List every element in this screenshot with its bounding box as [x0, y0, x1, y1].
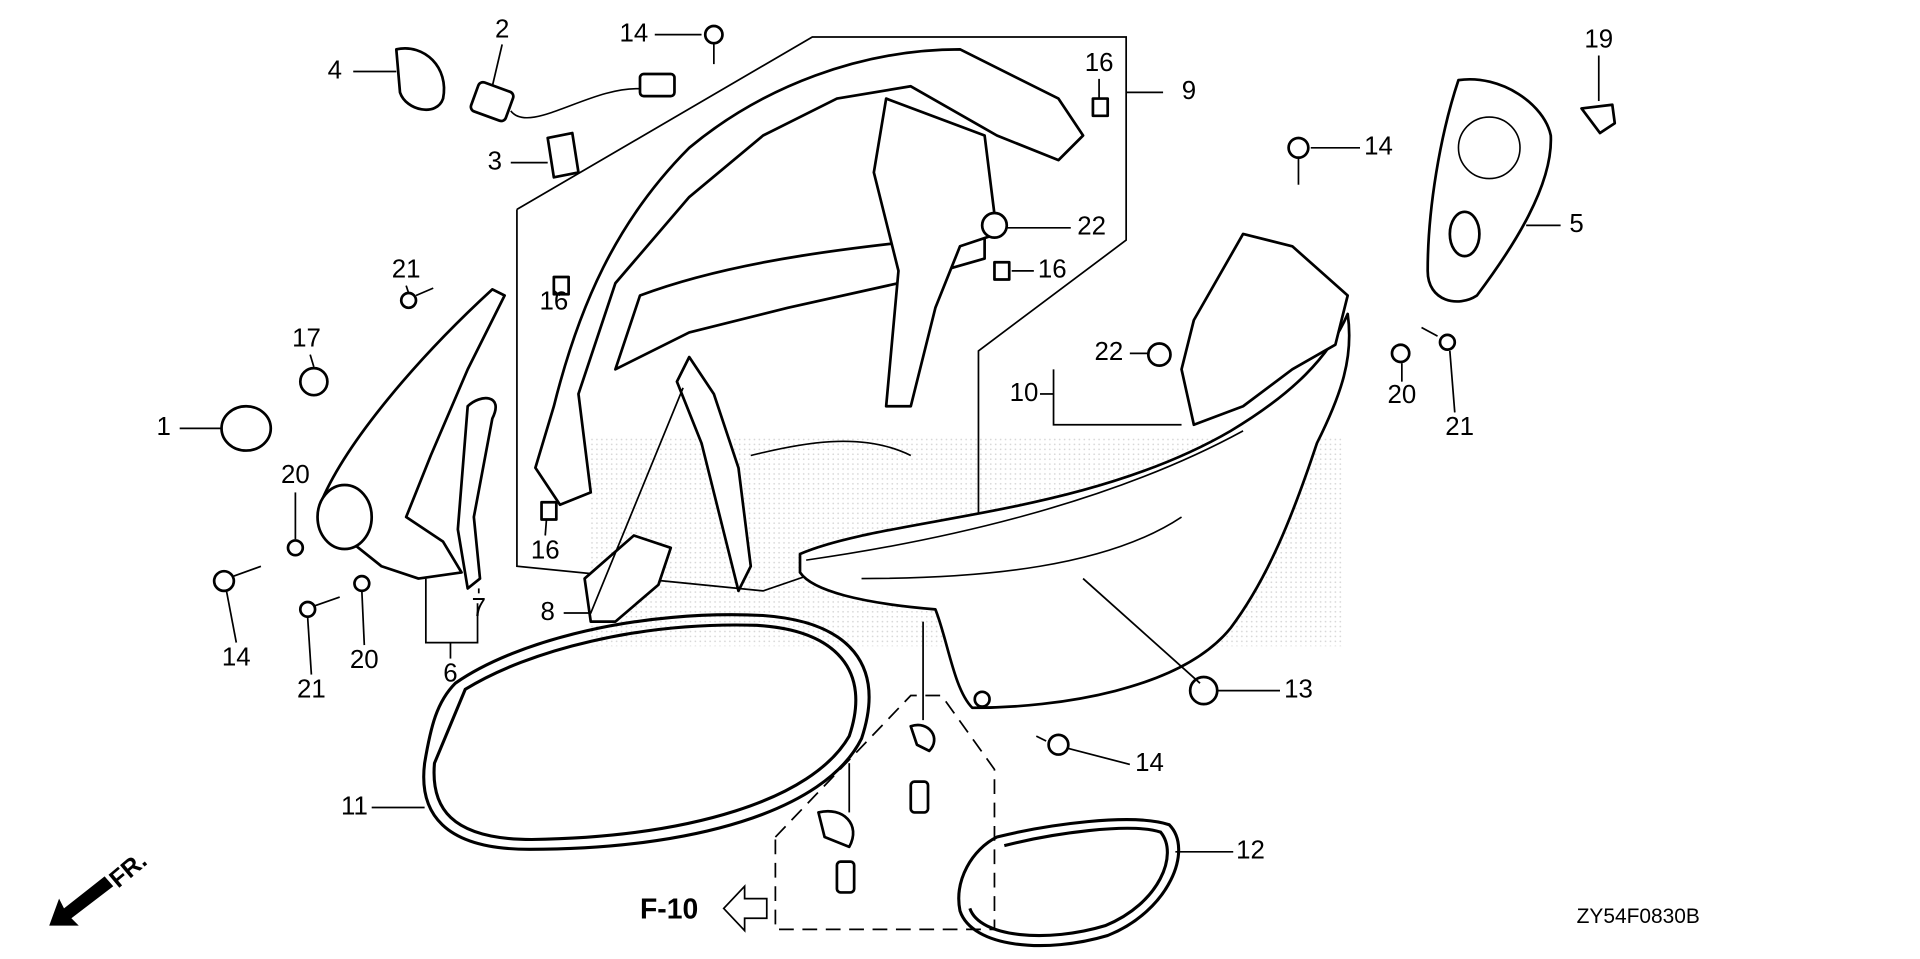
seal-part-12 — [957, 818, 1181, 948]
diagram-code: ZY54F0830B — [1577, 905, 1700, 928]
callout-17: 17 — [292, 325, 321, 353]
callout-4: 4 — [328, 56, 342, 84]
callout-16: 16 — [531, 536, 560, 564]
callout-20: 20 — [350, 646, 379, 674]
callout-20: 20 — [1387, 381, 1416, 409]
callout-2: 2 — [495, 16, 509, 44]
callout-20: 20 — [281, 461, 310, 489]
callout-9: 9 — [1182, 77, 1196, 105]
arrow-left-icon — [722, 884, 768, 933]
callout-14: 14 — [222, 643, 251, 671]
nut-part-17 — [298, 366, 329, 397]
fasteners — [212, 24, 1457, 756]
seal-part-11 — [422, 613, 871, 851]
callout-16: 16 — [1038, 256, 1067, 284]
callout-16: 16 — [539, 288, 568, 316]
callout-21: 21 — [392, 256, 421, 284]
front-arrow-icon — [49, 876, 114, 926]
clips-group — [817, 723, 936, 894]
callout-8: 8 — [541, 598, 555, 626]
callout-19: 19 — [1584, 26, 1613, 54]
leader-lines — [179, 33, 1600, 853]
callout-14: 14 — [619, 19, 648, 47]
callout-21: 21 — [1445, 413, 1474, 441]
callout-10: 10 — [1010, 379, 1039, 407]
callout-5: 5 — [1569, 210, 1583, 238]
callout-7: 7 — [472, 594, 486, 622]
plate-part-5 — [1426, 77, 1553, 303]
callout-1: 1 — [157, 413, 171, 441]
callout-14: 14 — [1364, 133, 1393, 161]
callout-14: 14 — [1135, 749, 1164, 777]
clip-part-19 — [1580, 103, 1617, 135]
cover-part-8 — [583, 534, 673, 624]
callout-16: 16 — [1085, 49, 1114, 77]
callout-22: 22 — [1077, 213, 1106, 241]
callout-3: 3 — [488, 147, 502, 175]
front-cover-part-6 — [316, 287, 506, 590]
callout-13: 13 — [1284, 675, 1313, 703]
callout-12: 12 — [1236, 837, 1265, 865]
reference-label: F-10 — [640, 892, 698, 924]
harness-part-2 — [469, 72, 676, 123]
callout-22: 22 — [1095, 338, 1124, 366]
reference-f10[interactable]: F-10 — [640, 884, 768, 933]
right-cover-part-10 — [798, 232, 1351, 710]
knob-part-1 — [220, 404, 273, 452]
left-cover-part-9 — [534, 47, 1085, 593]
front-direction-marker: FR. — [49, 847, 152, 926]
grommet-part-4 — [394, 47, 446, 112]
callout-21: 21 — [297, 675, 326, 703]
grommet-part-13 — [1188, 675, 1219, 706]
callout-11: 11 — [341, 792, 368, 820]
assembly-outline-clips — [774, 694, 996, 931]
clip-part-3 — [546, 131, 580, 179]
callout-6: 6 — [443, 659, 457, 687]
